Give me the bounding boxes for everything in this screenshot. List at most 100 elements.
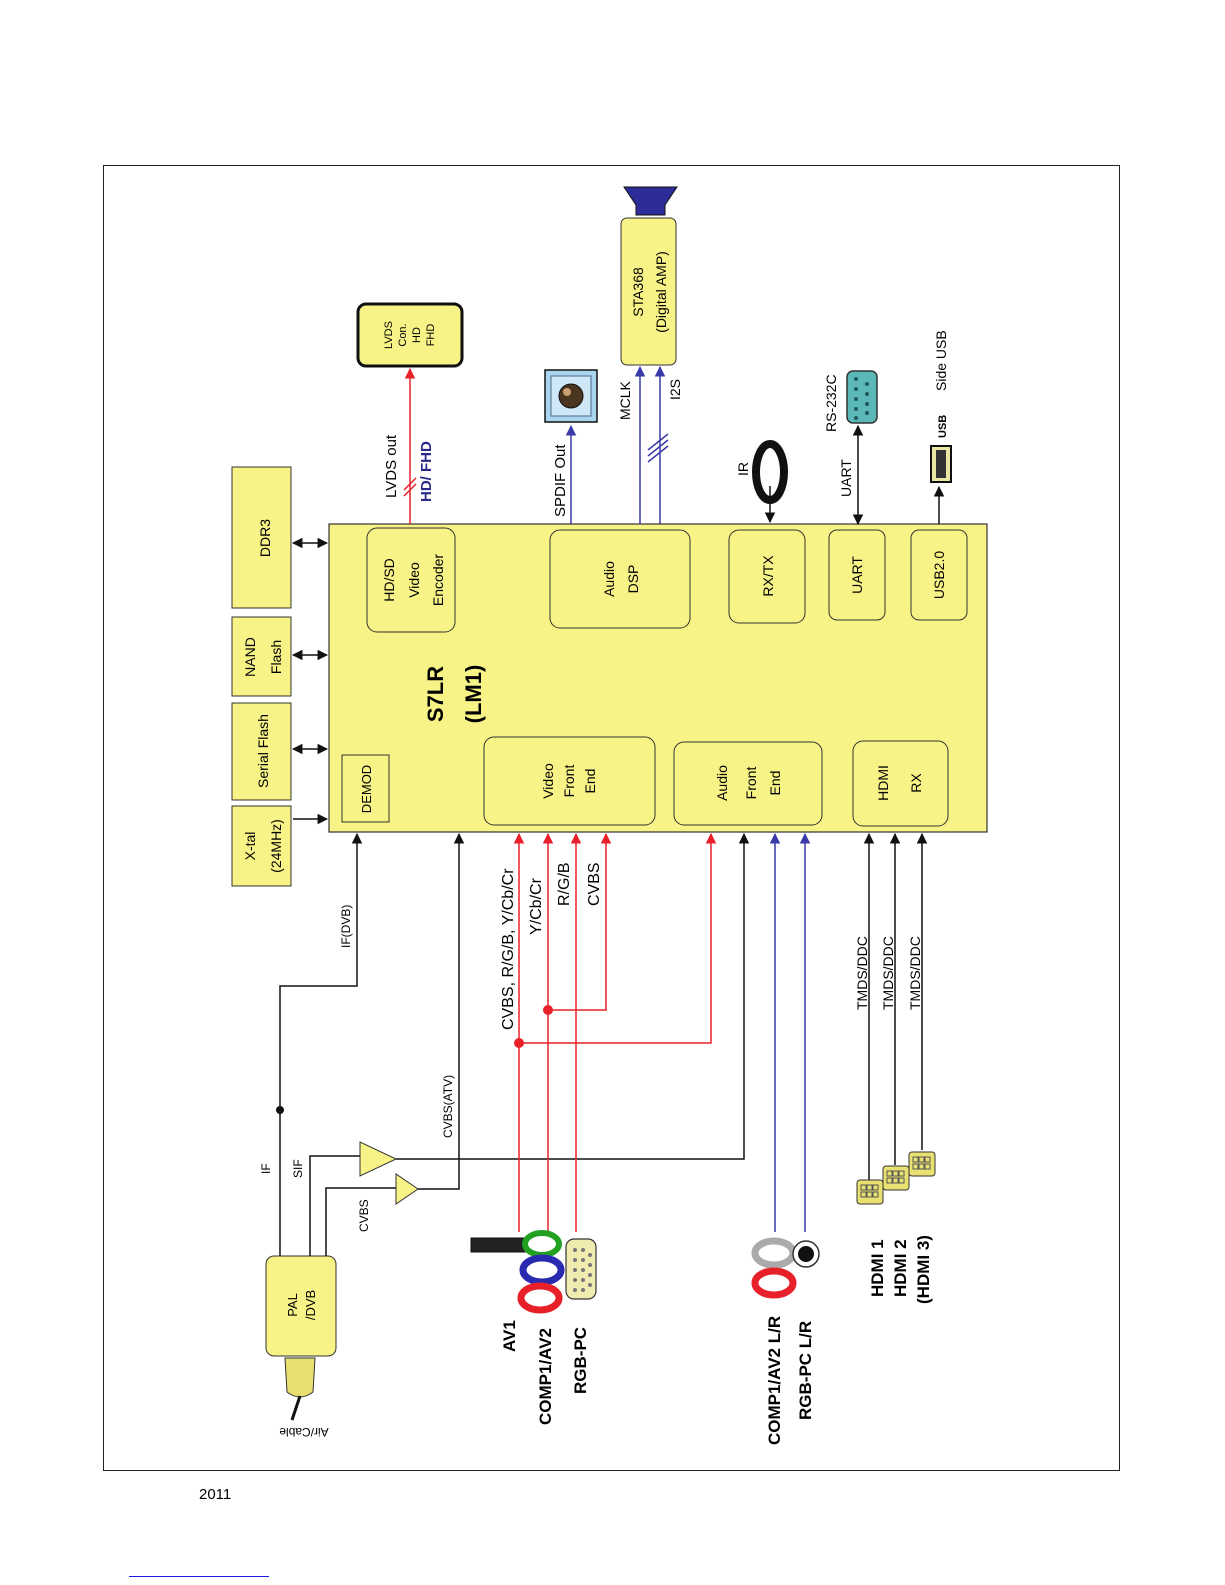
- usb-label: USB2.0: [931, 551, 947, 599]
- lvds-label-1: LVDS: [383, 321, 395, 349]
- if-line: [279, 832, 363, 1256]
- mclk-label: MCLK: [617, 380, 633, 420]
- cvbs-amplifier-icon: [395, 1173, 419, 1205]
- soc-model: (LM1): [461, 665, 486, 724]
- av1-junction-dot: [514, 1038, 524, 1048]
- footer-year: 2011: [199, 1486, 232, 1503]
- video-signal-label-4: CVBS: [586, 862, 603, 906]
- audio-front-end-label-2: Front: [743, 767, 759, 800]
- uart-label: UART: [849, 556, 865, 594]
- video-signal-label-2: Y/Cb/Cr: [528, 877, 545, 935]
- av1-cable-icon: [470, 1237, 532, 1253]
- speaker-icon: [623, 186, 678, 216]
- demod-block: [341, 754, 390, 823]
- audio-front-end-block: [673, 741, 823, 826]
- comp1-junction-dot: [543, 1005, 553, 1015]
- i2s-bus-slash-3: [647, 433, 669, 451]
- if-dvb-label: IF(DVB): [339, 905, 353, 948]
- rs232c-label: RS-232C: [823, 374, 839, 432]
- cvbs-branch-line: [548, 832, 612, 1011]
- hdmi3-label: (HDMI 3): [914, 1235, 933, 1304]
- audio-dsp-label-2: DSP: [625, 565, 641, 594]
- hd-fhd-label: HD/ FHD: [418, 441, 435, 502]
- uart-block: [828, 529, 886, 621]
- hdmi-rx-label-2: RX: [908, 773, 924, 793]
- tuner-label-1: PAL: [285, 1293, 300, 1317]
- video-encoder-label-3: Encoder: [430, 554, 446, 606]
- pc-audio-jack-hole: [798, 1246, 814, 1262]
- sif-line: [309, 1155, 360, 1256]
- xtal-block: [231, 805, 292, 887]
- sif-label: SIF: [291, 1159, 305, 1178]
- nand-flash-block: [231, 616, 292, 697]
- serial-flash-label: Serial Flash: [255, 714, 271, 788]
- demod-label: DEMOD: [359, 765, 374, 813]
- rgb-audio-label: RGB-PC L/R: [796, 1321, 815, 1420]
- spdif-connector-inner: [550, 375, 592, 417]
- diagram-frame: [103, 165, 1120, 1471]
- rs232c-pins: [854, 377, 869, 420]
- lvds-label-4: FHD: [425, 324, 437, 347]
- tmds-label-2: TMDS/DDC: [880, 936, 896, 1010]
- cvbs-tuner-line: [325, 1187, 396, 1256]
- soc-name: S7LR: [423, 666, 448, 722]
- xtal-label-2: (24MHz): [268, 819, 284, 873]
- hdmi-rx-block: [852, 740, 949, 827]
- nand-flash-label-1: NAND: [242, 637, 258, 677]
- ir-label: IR: [735, 462, 751, 476]
- ddr3-label: DDR3: [257, 519, 273, 557]
- xtal-label-1: X-tal: [242, 832, 258, 861]
- nand-flash-label-2: Flash: [268, 640, 284, 674]
- rx-tx-label: RX/TX: [760, 555, 776, 597]
- audio-front-end-label-1: Audio: [714, 765, 730, 801]
- cvbs-label: CVBS: [357, 1199, 371, 1232]
- video-encoder-label-1: HD/SD: [381, 558, 397, 602]
- video-encoder-block: [366, 527, 456, 633]
- video-signal-label-1: CVBS, R/G/B, Y/Cb/Cr: [500, 868, 517, 1030]
- video-front-end-label-2: Front: [561, 765, 577, 798]
- video-encoder-label-2: Video: [406, 562, 422, 598]
- hdmi-connectors-icon: [856, 1151, 936, 1205]
- red-audio-rca-jack-icon: [751, 1267, 797, 1299]
- spdif-port-icon: [558, 383, 584, 409]
- lvds-bus-slash-2: [403, 477, 417, 491]
- cvbs-atv-label: CVBS(ATV): [441, 1075, 455, 1138]
- hdmi-rx-label-1: HDMI: [875, 765, 891, 801]
- sif-amplifier-icon: [359, 1141, 398, 1177]
- audio-dsp-label-1: Audio: [601, 561, 617, 597]
- comp-audio-label: COMP1/AV2 L/R: [765, 1316, 784, 1445]
- video-signal-label-3: R/G/B: [556, 862, 573, 906]
- blue-rca-jack-icon: [519, 1254, 565, 1286]
- lvds-label-3: HD: [411, 327, 423, 343]
- red-rca-jack-icon: [517, 1282, 563, 1314]
- if-junction-dot: [276, 1106, 284, 1114]
- usb-port-inner: [936, 450, 946, 478]
- footer-link-underline[interactable]: [129, 1576, 269, 1577]
- hdmi2-label: HDMI 2: [891, 1239, 910, 1297]
- digital-amp-label-1: STA368: [630, 267, 646, 317]
- antenna-cable-icon: [290, 1395, 302, 1421]
- video-front-end-label-3: End: [582, 769, 598, 794]
- lvds-bus-slash-1: [403, 483, 417, 497]
- tmds-label-3: TMDS/DDC: [907, 936, 923, 1010]
- sif-to-audio-line: [396, 832, 750, 1160]
- rx-tx-block: [728, 529, 806, 624]
- i2s-label: I2S: [667, 379, 683, 400]
- usb-icon-label: USB: [937, 415, 949, 438]
- video-front-end-label-1: Video: [540, 763, 556, 799]
- air-cable-label: Air/Cable: [279, 1425, 329, 1439]
- tuner-label-2: /DVB: [303, 1290, 318, 1320]
- spdif-port-highlight: [563, 388, 571, 396]
- audio-dsp-block: [549, 529, 691, 629]
- white-rca-jack-icon: [751, 1237, 797, 1269]
- lvds-connector-block: [356, 302, 464, 368]
- tuner-block: [265, 1255, 337, 1357]
- antenna-connector-icon: [284, 1357, 316, 1398]
- hdmi1-label: HDMI 1: [868, 1239, 887, 1297]
- side-usb-label: Side USB: [933, 330, 949, 391]
- digital-amp-block: [620, 217, 677, 366]
- tmds-label-1: TMDS/DDC: [854, 936, 870, 1010]
- digital-amp-label-2: (Digital AMP): [653, 251, 669, 333]
